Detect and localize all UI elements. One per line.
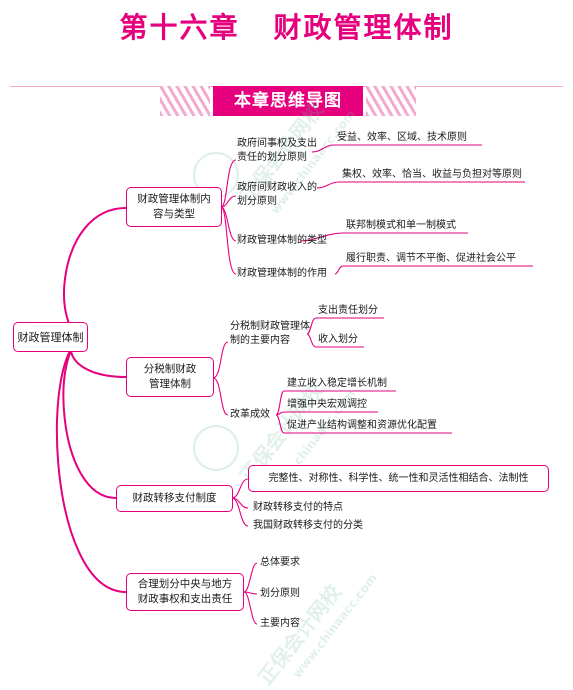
branch1-item2-label: 政府间财政收入的划分原则 [237, 182, 317, 207]
branch-node-3: 财政转移支付制度 [116, 485, 233, 512]
root-node: 财政管理体制 [13, 322, 88, 352]
branch3-detail-box: 完整性、对称性、科学性、统一性和灵活性相结合、法制性 [248, 465, 549, 492]
branch-node-1: 财政管理体制内容与类型 [126, 187, 222, 227]
branch2-item1-sub2: 收入划分 [318, 334, 358, 345]
branch3-item1-label: 财政转移支付的特点 [253, 502, 343, 513]
branch1-item2-detail: 集权、效率、恰当、收益与负担对等原则 [342, 169, 522, 180]
banner-stripes-left [160, 86, 210, 116]
link-root-branch3 [62, 337, 117, 499]
branch2-item1-sub1: 支出责任划分 [318, 305, 378, 316]
branch1-item1-label: 政府间事权及支出责任的划分原则 [237, 138, 317, 163]
page-title: 第十六章财政管理体制 [0, 6, 573, 46]
branch4-item2-label: 划分原则 [260, 588, 300, 599]
branch2-item2-sub1: 建立收入稳定增长机制 [287, 378, 387, 389]
chapter-number: 第十六章 [119, 11, 240, 44]
banner-stripes-right [366, 86, 416, 116]
link-root-branch1 [63, 207, 127, 339]
branch1-item3-label: 财政管理体制的类型 [237, 235, 327, 246]
branch2-item1-label: 分税制财政管理体制的主要内容 [230, 321, 310, 346]
branch-node-4: 合理划分中央与地方财政事权和支出责任 [126, 573, 244, 611]
watermark-logo-icon-2 [193, 425, 239, 471]
branch1-item4-label: 财政管理体制的作用 [237, 268, 327, 279]
branch4-item1-label: 总体要求 [260, 557, 300, 568]
chapter-title: 财政管理体制 [273, 11, 454, 44]
branch2-item2-sub3: 促进产业结构调整和资源优化配置 [287, 420, 437, 431]
branch-node-2: 分税制财政管理体制 [126, 357, 214, 397]
branch1-item1-detail: 受益、效率、区域、技术原则 [337, 132, 467, 143]
section-banner: 本章思维导图 [213, 86, 363, 116]
branch3-item2-label: 我国财政转移支付的分类 [253, 520, 363, 531]
branch1-item4-detail: 履行职责、调节不平衡、促进社会公平 [346, 253, 516, 264]
branch2-item2-sub2: 增强中央宏观调控 [287, 399, 367, 410]
branch2-item2-label: 改革成效 [230, 409, 270, 420]
branch4-item3-label: 主要内容 [260, 618, 300, 629]
branch1-item3-detail: 联邦制模式和单一制模式 [346, 220, 456, 231]
